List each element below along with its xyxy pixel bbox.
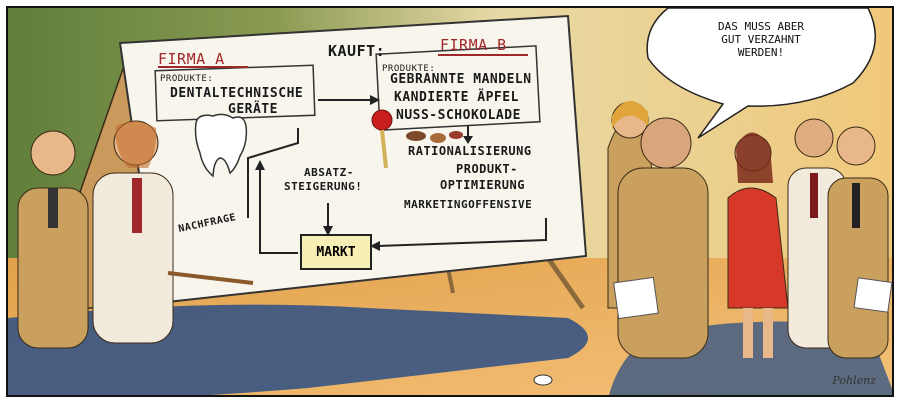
- kauft-label: KAUFT:: [328, 42, 386, 60]
- man-left-head: [30, 130, 76, 176]
- tooth-drawing: [194, 113, 248, 178]
- step-produkt: PRODUKT-: [456, 162, 518, 176]
- nut-drawing: [406, 131, 426, 141]
- arrow-steps-to-markt: [377, 218, 547, 247]
- comic-illustration: [8, 8, 892, 395]
- pointer-stick: [167, 271, 254, 285]
- speech-bubble: [646, 8, 876, 139]
- speech-line-1: DAS MUSS ABER: [717, 20, 805, 33]
- red-pin: [371, 109, 393, 131]
- speech-line-3: WERDEN!: [737, 46, 785, 59]
- board-leg-mid: [446, 267, 455, 294]
- bald-man-body: [617, 167, 709, 359]
- speech-bubble-text: DAS MUSS ABER GUT VERZAHNT WERDEN!: [676, 20, 846, 59]
- arrow-nachfrage: [259, 168, 298, 254]
- step-rationalisierung: RATIONALISIERUNG: [408, 144, 532, 158]
- produkte-label-a: PRODUKTE:: [160, 74, 214, 84]
- produkte-label-b: PRODUKTE:: [382, 64, 436, 74]
- produkte-b-line-1: GEBRANNTE MANDELN: [390, 72, 532, 87]
- firma-b-label: FIRMA B: [440, 36, 507, 54]
- produkte-a-line-1: DENTALTECHNISCHE: [170, 86, 304, 101]
- arrow-loop: [247, 128, 299, 218]
- step-optimierung: OPTIMIERUNG: [440, 178, 525, 192]
- woman-red-dress: [727, 187, 789, 309]
- speech-line-2: GUT VERZAHNT: [721, 33, 801, 46]
- produkte-b-line-2: KANDIERTE ÄPFEL: [394, 90, 519, 105]
- markt-label: MARKT: [316, 244, 356, 260]
- step-marketingoffensive: MARKETINGOFFENSIVE: [404, 198, 533, 211]
- artist-signature: Pohlenz: [832, 374, 876, 387]
- comic-panel: FIRMA A KAUFT: FIRMA B PRODUKTE: DENTALT…: [6, 6, 894, 397]
- absatz-line-2: STEIGERUNG!: [284, 180, 363, 193]
- paper-sheet: [613, 276, 659, 320]
- firma-a-underline: [158, 66, 248, 68]
- board-leg-right: [545, 256, 586, 310]
- firma-a-label: FIRMA A: [158, 50, 225, 68]
- produkte-a-line-2: GERÄTE: [228, 102, 278, 117]
- presenter-body: [92, 172, 174, 344]
- firma-b-box: [375, 45, 541, 131]
- floor-object: [533, 374, 553, 386]
- produkte-b-line-3: NUSS-SCHOKOLADE: [396, 108, 521, 123]
- markt-box: MARKT: [300, 234, 372, 270]
- absatz-line-1: ABSATZ-: [304, 166, 354, 179]
- firma-b-underline: [438, 54, 528, 56]
- bald-man-head: [640, 117, 692, 169]
- man-right-body: [827, 177, 889, 359]
